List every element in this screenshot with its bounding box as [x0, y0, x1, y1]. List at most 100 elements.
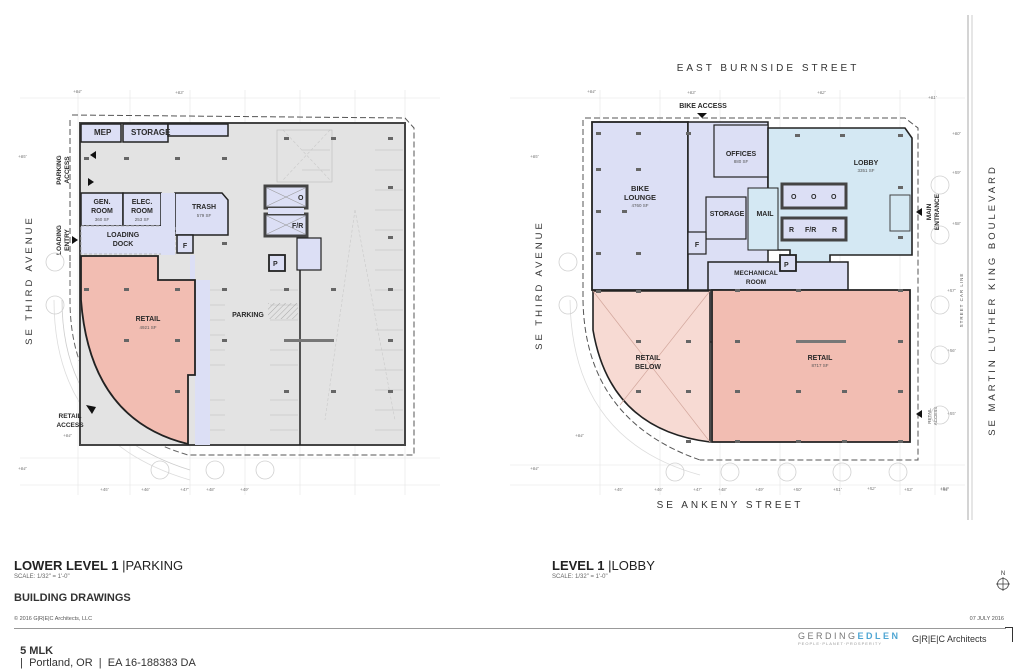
svg-text:+51': +51' [833, 487, 842, 492]
structural-columns [84, 137, 393, 393]
spot-elevations: +64' +63' +65' +64' +64' +45' +46' +47' … [18, 89, 249, 492]
label-f: F [695, 242, 700, 249]
bike-access-arrow-icon [697, 113, 707, 118]
label-elev-fr: F/R [805, 227, 816, 234]
street-se-third-avenue: SE THIRD AVENUE [24, 215, 35, 345]
label-storage: STORAGE [131, 128, 171, 137]
loading-dock [80, 225, 176, 255]
footer-divider [14, 628, 1006, 629]
label-elec-room: ROOM [131, 208, 153, 215]
arrow-right-icon [88, 178, 94, 186]
label-lobby-sf: 3351 SF [857, 168, 874, 173]
elevator-bank-o [780, 182, 848, 210]
street-se-third-avenue-l1: SE THIRD AVENUE [534, 220, 545, 350]
level-1-scale: SCALE: 1/32" = 1'-0" [552, 574, 608, 580]
label-retail-sf: 4921 SF [139, 325, 156, 330]
svg-text:+50': +50' [793, 487, 802, 492]
room-p-l1 [779, 254, 797, 272]
grec-logo: G|R|E|C Architects [912, 634, 987, 644]
svg-text:+46': +46' [141, 487, 150, 492]
label-bike-lounge-sf: 4760 SF [631, 203, 648, 208]
lower-level-title: LOWER LEVEL 1 |PARKING [14, 558, 183, 573]
label-gen: GEN. [93, 199, 110, 206]
retail-ll [80, 255, 196, 446]
svg-text:+64': +64' [587, 89, 596, 94]
svg-text:+54': +54' [940, 487, 949, 492]
room-p-ll [268, 254, 286, 272]
svg-text:+53': +53' [904, 487, 913, 492]
room-f-l1 [687, 231, 707, 255]
street-se-mlk-boulevard: SE MARTIN LUTHER KING BOULEVARD [987, 164, 998, 436]
parking-access-label-2: ACCESS [64, 156, 71, 184]
label-loading: LOADING [107, 232, 140, 239]
retail-access-label-l1: RETAIL [927, 408, 932, 424]
svg-text:+49': +49' [755, 487, 764, 492]
label-retail-below-2: BELOW [635, 364, 661, 371]
room-mechanical [707, 261, 849, 291]
svg-text:+60': +60' [952, 131, 961, 136]
label-trash: TRASH [192, 204, 216, 211]
retail-l1 [711, 289, 911, 443]
label-elev-r-1: R [789, 227, 794, 234]
svg-text:+45': +45' [100, 487, 109, 492]
label-bike: BIKE [631, 184, 649, 193]
room-mep [80, 123, 122, 143]
logo-gerding: GERDING [798, 631, 858, 641]
svg-text:+61': +61' [928, 95, 937, 100]
main-entrance-label-2: ENTRANCE [934, 193, 941, 230]
title-separator: | [608, 558, 612, 573]
svg-text:+65': +65' [530, 154, 539, 159]
level-1-title-light: LOBBY [611, 558, 655, 573]
main-entrance-label: MAIN [926, 203, 933, 220]
property-line [71, 114, 415, 456]
logo-edlen: EDLEN [857, 631, 901, 641]
svg-text:+64': +64' [63, 433, 72, 438]
label-gen-sf: 360 SF [95, 217, 110, 222]
loading-entry-label-2: ENTRY [64, 228, 71, 250]
label-retail: RETAIL [808, 355, 833, 362]
elevator-bank-r [780, 216, 848, 242]
svg-text:+64': +64' [73, 89, 82, 94]
label-retail: RETAIL [136, 316, 161, 323]
arrow-icon [86, 405, 96, 414]
bike-access-label: BIKE ACCESS [679, 103, 727, 110]
gerding-edlen-logo: GERDINGEDLEN PEOPLE·PLANET·PROSPERITY [798, 631, 901, 646]
label-elev-o-1: O [791, 194, 797, 201]
svg-text:+48': +48' [206, 487, 215, 492]
parking-access-label: PARKING [56, 155, 63, 185]
svg-text:+47': +47' [180, 487, 189, 492]
section-title: BUILDING DRAWINGS [14, 592, 131, 604]
svg-text:+46': +46' [654, 487, 663, 492]
label-retail-sf: 8717 SF [811, 363, 828, 368]
label-storage: STORAGE [710, 211, 745, 218]
svg-text:+55': +55' [947, 411, 956, 416]
title-separator: | [122, 558, 126, 573]
logo-tagline: PEOPLE·PLANET·PROSPERITY [798, 641, 883, 646]
svg-text:+59': +59' [952, 170, 961, 175]
grec-logo-bracket [1005, 627, 1013, 642]
spot-elevations-l1: +64' +63' +62' +61' +65' +60' +59' +58' … [530, 89, 961, 492]
label-mail: MAIL [756, 211, 774, 218]
room-storage-l1 [705, 196, 747, 240]
retail-access-label-l1-2: ACCESS [933, 407, 938, 426]
arrow-left-icon [90, 151, 96, 159]
project-details: | Portland, OR | EA 16-188383 DA [20, 657, 196, 669]
main-entrance-arrow-icon [916, 208, 922, 216]
svg-text:+47': +47' [693, 487, 702, 492]
loading-entry-label: LOADING [56, 225, 63, 255]
label-p: P [273, 261, 278, 268]
svg-text:+64': +64' [18, 466, 27, 471]
svg-text:+63': +63' [175, 90, 184, 95]
label-dock: DOCK [113, 241, 134, 248]
label-elev-o-2: O [811, 194, 817, 201]
label-parking: PARKING [232, 312, 264, 319]
street-se-ankeny: SE ANKENY STREET [657, 500, 804, 511]
lower-level-title-bold: LOWER LEVEL 1 [14, 558, 119, 573]
room-f-ll [176, 234, 194, 254]
label-elec-sf: 253 SF [135, 217, 150, 222]
label-elev-o-3: O [831, 194, 837, 201]
svg-text:+52': +52' [867, 486, 876, 491]
structural-columns [596, 132, 903, 443]
